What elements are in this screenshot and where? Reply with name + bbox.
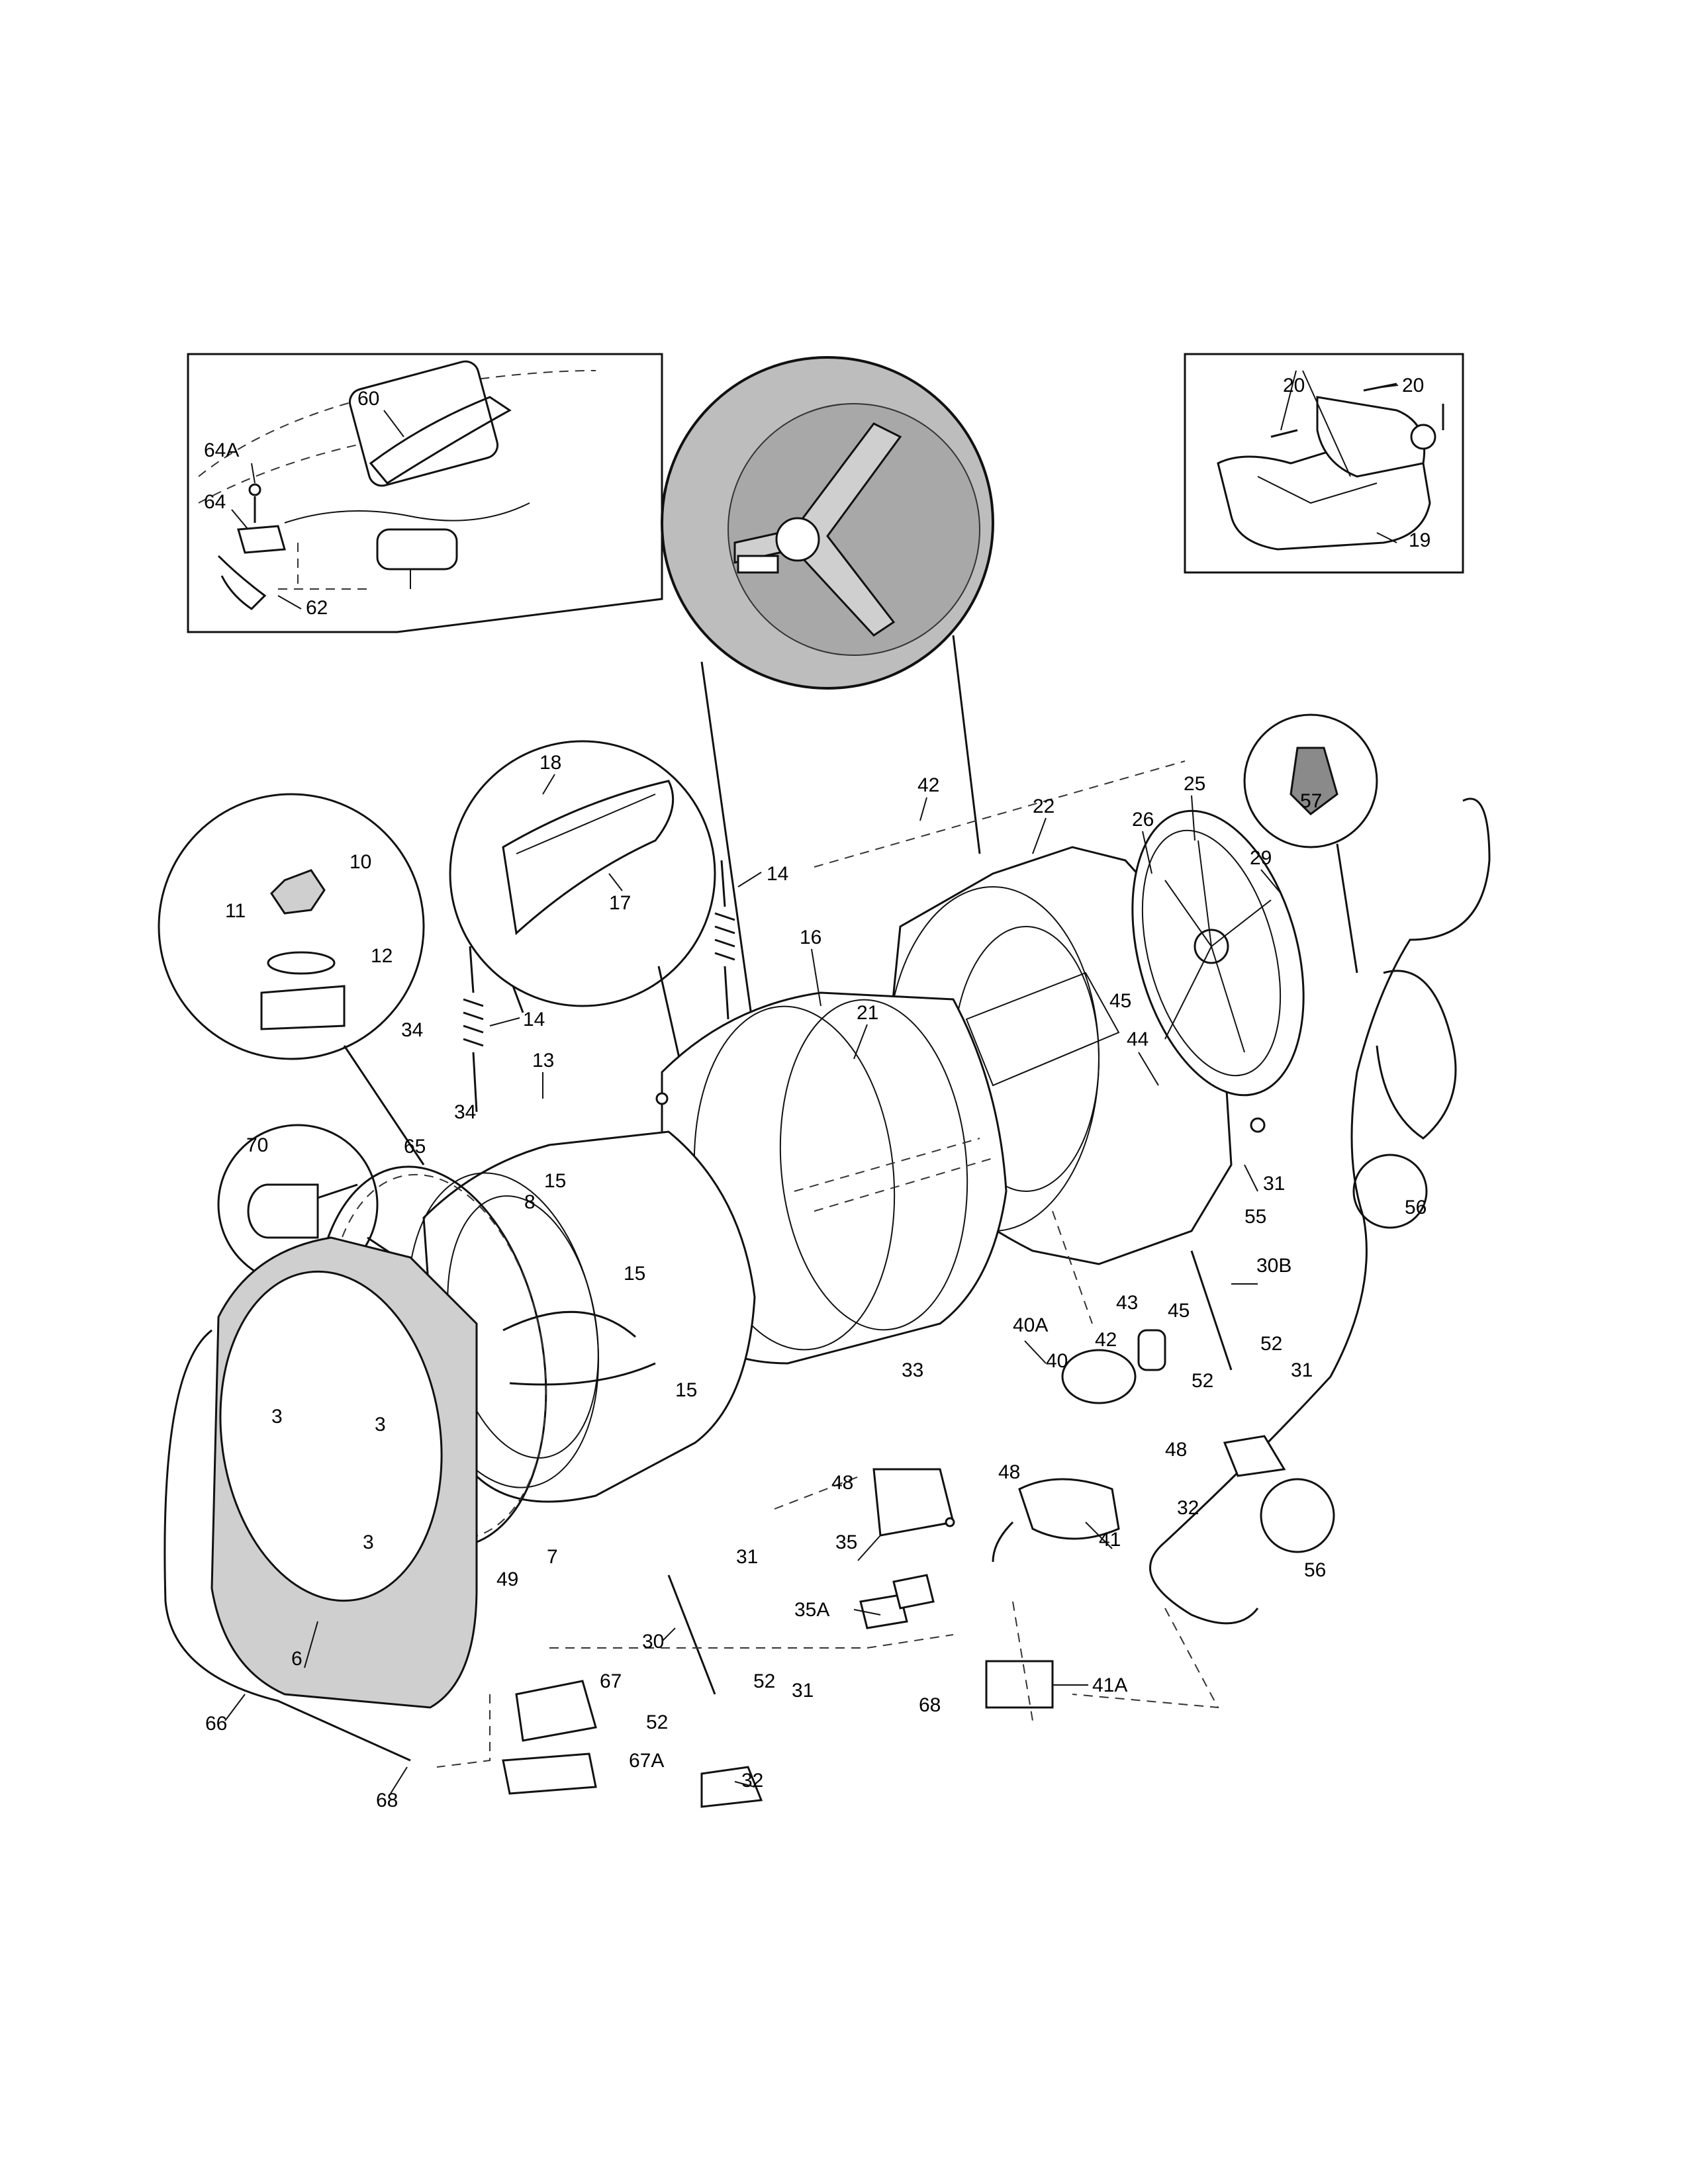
label-14a: 14: [767, 863, 788, 885]
label-25: 25: [1184, 773, 1205, 795]
nut-washer-detail-circle: [158, 793, 425, 1165]
label-35A: 35A: [794, 1599, 829, 1621]
label-30B: 30B: [1256, 1255, 1291, 1277]
label-7: 7: [547, 1546, 558, 1568]
label-31d: 31: [792, 1680, 814, 1702]
label-32a: 32: [1177, 1497, 1199, 1519]
label-13: 13: [532, 1050, 554, 1071]
label-20a: 20: [1283, 375, 1305, 396]
small-parts: [502, 1092, 1286, 1808]
label-42a: 42: [917, 774, 939, 796]
label-44: 44: [1127, 1028, 1149, 1050]
label-52d: 52: [646, 1711, 668, 1733]
label-12: 12: [371, 945, 393, 967]
leader-lines: [224, 385, 1399, 1794]
label-68a: 68: [919, 1694, 941, 1716]
label-10: 10: [350, 851, 371, 873]
label-19: 19: [1409, 529, 1430, 551]
label-64: 64: [204, 491, 226, 513]
label-26: 26: [1132, 809, 1154, 831]
front-panel: [211, 1236, 478, 1709]
label-34b: 34: [454, 1101, 476, 1123]
label-6: 6: [291, 1648, 303, 1670]
label-35: 35: [835, 1531, 857, 1553]
label-22: 22: [1033, 796, 1055, 817]
callout-labels: 60 64A 64 62 20 20 19 18 17 14 14 42 22 …: [204, 375, 1430, 1811]
label-40A: 40A: [1013, 1314, 1048, 1336]
hoses: [164, 797, 1491, 1762]
inset-drain-detail: [187, 353, 663, 633]
label-21: 21: [857, 1002, 878, 1024]
label-8: 8: [524, 1191, 536, 1213]
label-49: 49: [496, 1569, 518, 1590]
label-65: 65: [404, 1136, 426, 1158]
spider-detail-circle: [661, 356, 994, 1040]
label-18: 18: [539, 752, 561, 774]
label-29: 29: [1250, 847, 1272, 869]
label-48b: 48: [831, 1472, 853, 1494]
label-14b: 14: [523, 1009, 545, 1030]
label-15a: 15: [544, 1170, 566, 1192]
label-3b: 3: [375, 1414, 386, 1435]
label-52b: 52: [1192, 1370, 1213, 1392]
label-62: 62: [306, 597, 328, 619]
label-67A: 67A: [629, 1750, 664, 1772]
label-41A: 41A: [1092, 1674, 1127, 1696]
label-60: 60: [357, 388, 379, 410]
label-68b: 68: [376, 1790, 398, 1811]
label-52c: 52: [753, 1670, 775, 1692]
label-48c: 48: [998, 1461, 1020, 1483]
label-55: 55: [1244, 1206, 1266, 1228]
label-70: 70: [246, 1134, 268, 1156]
label-45a: 45: [1109, 990, 1131, 1012]
label-43: 43: [1116, 1292, 1138, 1314]
pulley: [1131, 809, 1305, 1097]
label-11: 11: [225, 900, 246, 922]
outer-tub-front: [406, 1130, 756, 1503]
label-3c: 3: [363, 1531, 374, 1553]
label-64A: 64A: [204, 439, 239, 461]
label-34a: 34: [401, 1019, 423, 1041]
springs: [463, 860, 735, 1113]
label-31a: 31: [1263, 1173, 1285, 1195]
label-56b: 56: [1304, 1559, 1326, 1581]
label-52a: 52: [1260, 1333, 1282, 1355]
label-30: 30: [642, 1631, 664, 1653]
label-31c: 31: [736, 1546, 758, 1568]
inset-motor-detail: [1184, 353, 1464, 574]
assembly-lines: [436, 760, 1219, 1768]
label-17: 17: [609, 892, 631, 914]
label-20b: 20: [1402, 375, 1424, 396]
label-15b: 15: [624, 1263, 645, 1285]
label-32b: 32: [741, 1770, 763, 1792]
label-45b: 45: [1168, 1300, 1190, 1322]
label-56a: 56: [1405, 1197, 1427, 1218]
label-15c: 15: [675, 1379, 697, 1401]
label-48a: 48: [1165, 1439, 1187, 1461]
label-40: 40: [1046, 1350, 1068, 1372]
label-57: 57: [1300, 790, 1322, 812]
label-66: 66: [205, 1713, 227, 1735]
label-33: 33: [902, 1359, 923, 1381]
label-42b: 42: [1095, 1329, 1117, 1351]
label-31b: 31: [1291, 1359, 1313, 1381]
clamp-detail-circle: [1243, 713, 1378, 974]
label-3a: 3: [271, 1406, 283, 1428]
label-67: 67: [600, 1670, 622, 1692]
label-16: 16: [800, 927, 821, 948]
